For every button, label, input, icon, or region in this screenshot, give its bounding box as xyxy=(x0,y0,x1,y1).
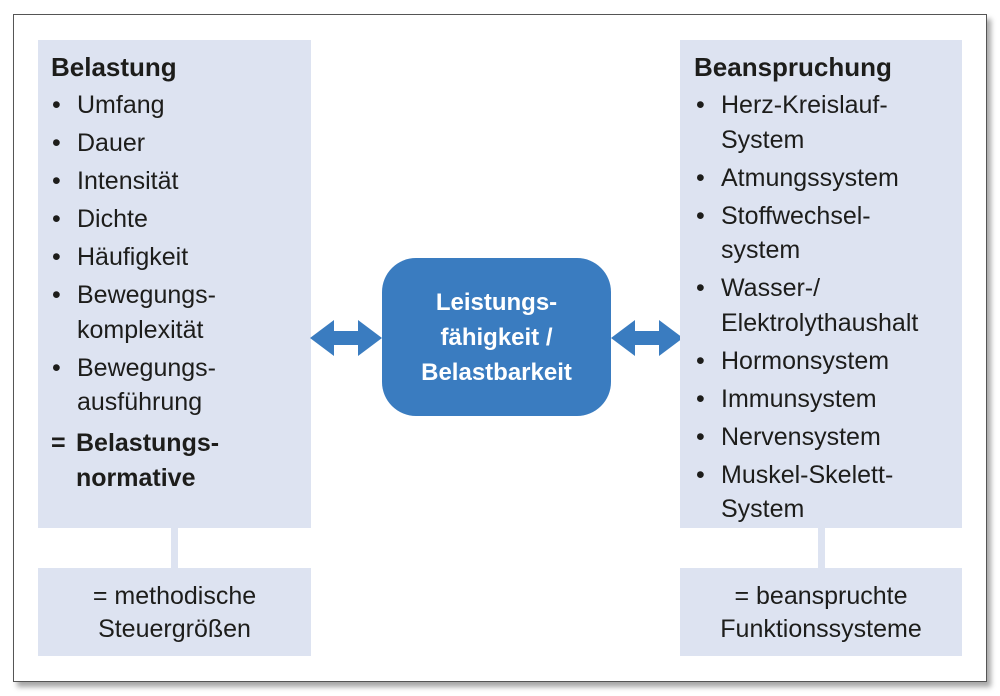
list-item: •Atmungssystem xyxy=(696,161,958,196)
list-item: •Immunsystem xyxy=(696,382,958,417)
methodische-steuergroessen-box: = methodische Steuergrößen xyxy=(38,568,311,656)
bullet-icon: • xyxy=(52,167,61,195)
list-item: •Häufigkeit xyxy=(52,240,302,275)
belastung-list: •Umfang •Dauer •Intensität •Dichte •Häuf… xyxy=(52,88,302,423)
list-item: •Intensität xyxy=(52,164,302,199)
belastungsnormative-text: Belastungs- normative xyxy=(76,429,220,492)
belastung-box: Belastung •Umfang •Dauer •Intensität •Di… xyxy=(38,40,311,528)
beanspruchung-box: Beanspruchung •Herz-Kreislauf- System •A… xyxy=(680,40,962,528)
equals-symbol: = xyxy=(51,429,66,457)
list-item: •Umfang xyxy=(52,88,302,123)
bullet-icon: • xyxy=(52,205,61,233)
methodische-steuergroessen-text: = methodische Steuergrößen xyxy=(92,582,257,643)
list-item: •Hormonsystem xyxy=(696,344,958,379)
leistungsfaehigkeit-text: Leistungs- fähigkeit / Belastbarkeit xyxy=(421,288,572,386)
bullet-icon: • xyxy=(52,353,61,382)
bullet-icon: • xyxy=(52,281,61,309)
belastung-title: Belastung xyxy=(51,52,177,82)
right-connector xyxy=(818,528,825,568)
bullet-icon: • xyxy=(696,201,705,230)
double-headed-arrow-icon xyxy=(310,320,382,356)
beanspruchung-list: •Herz-Kreislauf- System •Atmungssystem •… xyxy=(696,88,958,530)
bullet-icon: • xyxy=(52,243,61,271)
list-item: •Stoffwechsel- system xyxy=(696,199,958,268)
belastungsnormative-result: = Belastungs- normative xyxy=(51,426,301,495)
bullet-icon: • xyxy=(696,274,705,302)
bullet-icon: • xyxy=(52,129,61,157)
list-item: •Muskel-Skelett- System xyxy=(696,458,958,527)
bullet-icon: • xyxy=(696,422,705,451)
double-headed-arrow-icon xyxy=(611,320,683,356)
leistungsfaehigkeit-box: Leistungs- fähigkeit / Belastbarkeit xyxy=(382,258,611,416)
bullet-icon: • xyxy=(696,460,705,489)
list-item: •Dichte xyxy=(52,202,302,237)
list-item: •Herz-Kreislauf- System xyxy=(696,88,958,157)
left-connector xyxy=(171,528,178,568)
bullet-icon: • xyxy=(52,91,61,119)
beanspruchung-title: Beanspruchung xyxy=(694,52,892,82)
list-item: •Bewegungs- ausführung xyxy=(52,351,302,420)
bullet-icon: • xyxy=(696,384,705,413)
bullet-icon: • xyxy=(696,163,705,192)
list-item: •Dauer xyxy=(52,126,302,161)
bullet-icon: • xyxy=(696,346,705,375)
list-item: •Wasser-/ Elektrolythaushalt xyxy=(696,271,958,340)
list-item: •Bewegungs- komplexität xyxy=(52,278,302,347)
list-item: •Nervensystem xyxy=(696,420,958,455)
bullet-icon: • xyxy=(696,91,705,119)
funktionssysteme-text: = beanspruchte Funktionssysteme xyxy=(720,582,922,643)
funktionssysteme-box: = beanspruchte Funktionssysteme xyxy=(680,568,962,656)
